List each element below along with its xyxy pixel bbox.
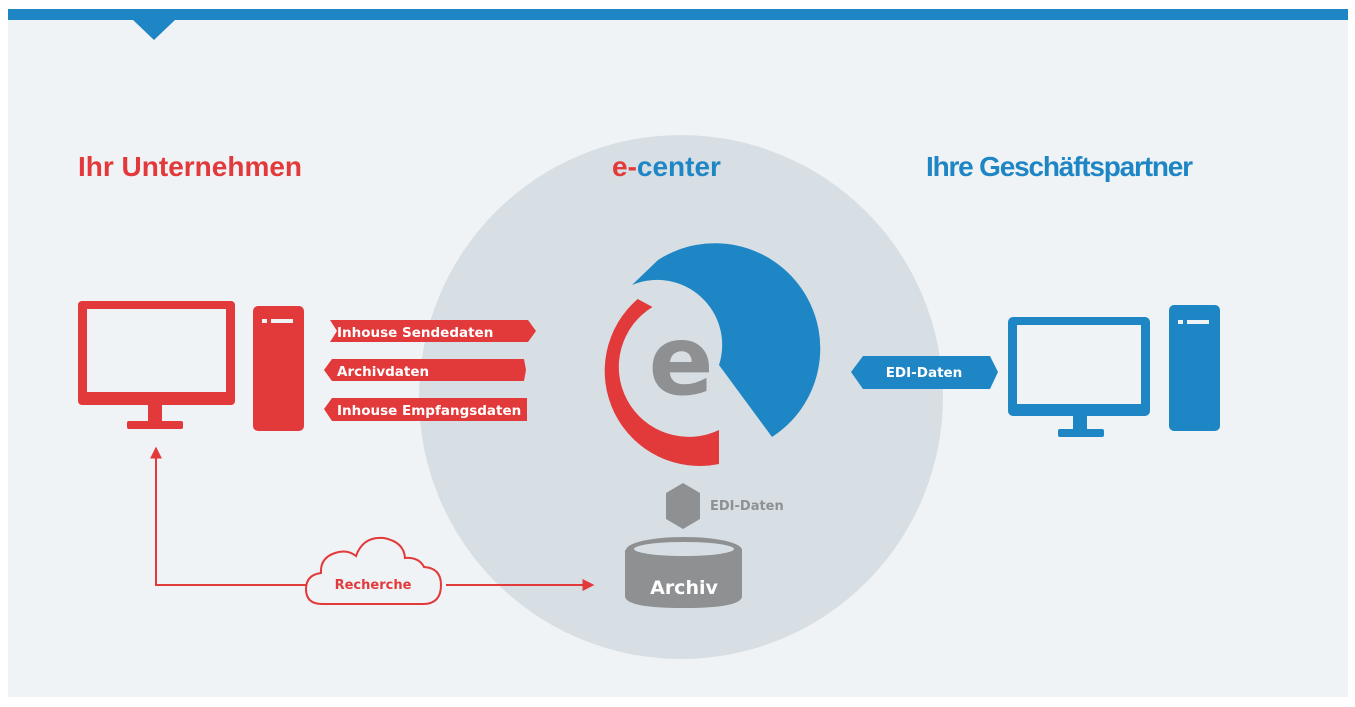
- logo-letter: e: [648, 305, 713, 417]
- flow-tag-send: Inhouse Sendedaten: [330, 320, 536, 342]
- archive-edi-label: EDI-Daten: [710, 499, 784, 514]
- flow-tag-edi-partner-label: EDI-Daten: [886, 365, 963, 381]
- company-monitor-icon: [78, 301, 235, 429]
- cloud-label: Recherche: [335, 578, 412, 593]
- center-heading: e-center: [612, 151, 721, 182]
- archive-database-icon: Archiv: [625, 537, 742, 608]
- flow-tag-archive-label: Archivdaten: [337, 364, 429, 380]
- partners-heading: Ihre Geschäftspartner: [926, 151, 1193, 182]
- top-accent-bar: [8, 9, 1348, 20]
- flow-tag-edi-partner: EDI-Daten: [851, 356, 998, 389]
- recherche-connector: [150, 446, 595, 591]
- cloud-icon: Recherche: [304, 536, 443, 605]
- flow-tag-send-label: Inhouse Sendedaten: [337, 325, 493, 341]
- e-center-circle: [419, 135, 943, 659]
- flow-tag-receive-label: Inhouse Empfangsdaten: [337, 403, 521, 419]
- partner-server-icon: [1169, 305, 1220, 431]
- partner-monitor-icon: [1008, 317, 1150, 437]
- company-server-icon: [253, 306, 304, 431]
- flow-tag-archive: Archivdaten: [324, 359, 526, 381]
- archive-label: Archiv: [650, 577, 718, 599]
- flow-tag-receive: Inhouse Empfangsdaten: [324, 398, 527, 421]
- e-center-logo: e: [604, 243, 821, 466]
- company-heading: Ihr Unternehmen: [78, 151, 302, 182]
- top-accent-notch: [133, 20, 175, 40]
- archive-edi-hexagon: EDI-Daten: [666, 483, 784, 529]
